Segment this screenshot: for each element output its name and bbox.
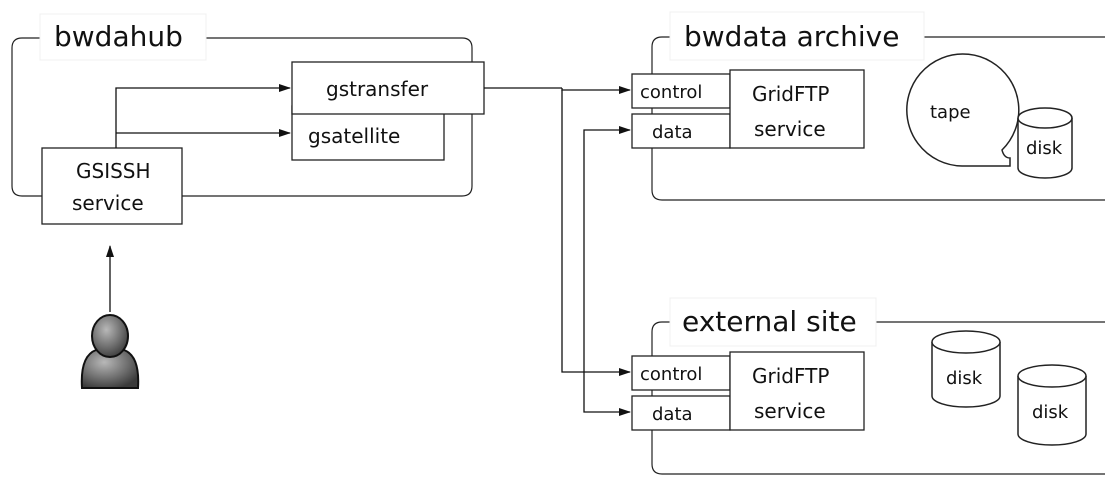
user-icon: [80, 314, 140, 389]
external-data-port[interactable]: data: [631, 395, 731, 431]
external-disk1-label: disk: [946, 368, 983, 389]
archive-data-port[interactable]: data: [631, 113, 731, 149]
archive-control-label: control: [640, 82, 702, 103]
archive-control-port[interactable]: control: [631, 73, 731, 109]
archive-gridftp-service[interactable]: GridFTP service: [729, 69, 865, 149]
gsatellite-label: gsatellite: [308, 124, 400, 148]
archive-disk-label: disk: [1026, 138, 1063, 159]
bwdahub-title: bwdahub: [54, 20, 183, 53]
gstransfer-label: gstransfer: [326, 77, 429, 101]
gsissh-label-line1: GSISSH: [76, 159, 151, 183]
gstransfer-box[interactable]: gstransfer: [291, 61, 485, 115]
external-data-label: data: [652, 404, 693, 425]
external-title: external site: [682, 305, 857, 338]
disk-icon: disk: [1017, 107, 1073, 179]
external-gridftp-service[interactable]: GridFTP service: [729, 351, 865, 431]
gstransfer-to-archive-control-arrow: [561, 86, 631, 94]
external-gridftp-line1: GridFTP: [752, 364, 829, 388]
external-control-port[interactable]: control: [631, 355, 731, 391]
tape-label: tape: [930, 102, 971, 123]
data-channel-to-archive-arrow: [583, 126, 631, 390]
external-site-group: external site: [651, 297, 1105, 475]
data-channel-to-external-arrow: [583, 390, 631, 416]
external-gridftp-line2: service: [754, 399, 826, 423]
gsissh-label-line2: service: [72, 191, 144, 215]
disk-icon: disk: [931, 330, 1001, 408]
bwdahub-title-bg: [39, 13, 207, 61]
gsissh-service-box[interactable]: GSISSH service: [41, 147, 183, 225]
bwdahub-group: bwdahub: [11, 13, 473, 197]
external-disk2-label: disk: [1032, 402, 1069, 423]
external-title-bg: [669, 297, 877, 347]
archive-data-label: data: [652, 122, 693, 143]
archive-gridftp-line2: service: [754, 117, 826, 141]
gsatellite-box[interactable]: gsatellite: [291, 105, 445, 161]
tape-icon: tape: [906, 53, 1020, 167]
gstransfer-to-external-control-arrow: [561, 90, 631, 376]
gsissh-to-gstransfer-arrow: [115, 84, 291, 148]
archive-title-bg: [669, 11, 925, 61]
archive-gridftp-line1: GridFTP: [752, 82, 829, 106]
disk-icon: disk: [1017, 364, 1087, 446]
archive-title: bwdata archive: [684, 20, 899, 53]
external-control-label: control: [640, 364, 702, 385]
